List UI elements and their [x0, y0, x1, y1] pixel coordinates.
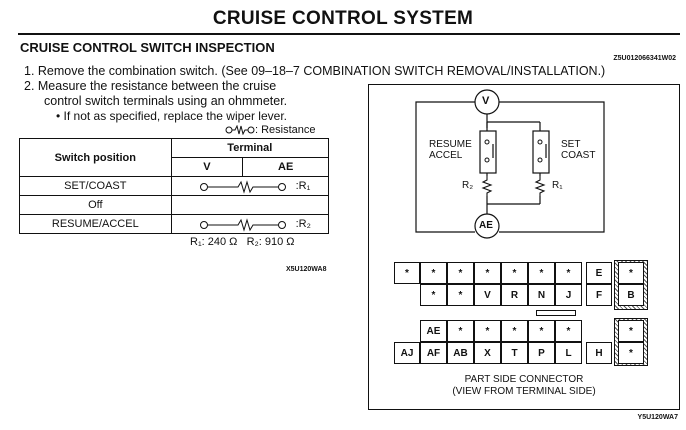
continuity-cell	[170, 195, 330, 215]
position-cell: Off	[19, 195, 172, 215]
terminal-cell: *	[474, 262, 501, 284]
set-label: SET	[561, 139, 581, 150]
figure-code-connector: Y5U120WA7	[637, 414, 678, 421]
terminal-cell: *	[447, 320, 474, 342]
continuity-mark	[199, 218, 286, 232]
connector-key	[536, 310, 576, 316]
r2-label: R₂	[462, 180, 474, 191]
terminal-cell: *	[618, 262, 644, 284]
resume-label: RESUME	[429, 139, 472, 150]
step-1: 1. Remove the combination switch. (See 0…	[24, 64, 606, 78]
connector-caption-line1: PART SIDE CONNECTOR	[464, 374, 584, 385]
terminal-cell: P	[528, 342, 555, 364]
header-switch-position: Switch position	[19, 138, 172, 177]
resistance-values: R₁: 240 Ω R₂: 910 Ω	[190, 236, 295, 248]
terminal-cell: AJ	[394, 342, 420, 364]
step-2-cont: control switch terminals using an ohmmet…	[44, 94, 288, 108]
terminal-cell: *	[555, 262, 582, 284]
terminal-cell: *	[501, 320, 528, 342]
terminal-cell: *	[528, 262, 555, 284]
continuity-cell: :R₁	[170, 176, 330, 196]
step-2: 2. Measure the resistance between the cr…	[24, 79, 277, 93]
header-terminal: Terminal	[170, 138, 330, 158]
terminal-cell: T	[501, 342, 528, 364]
section-heading: CRUISE CONTROL SWITCH INSPECTION	[20, 40, 275, 55]
continuity-cell: :R₂	[170, 214, 330, 234]
terminal-cell: R	[501, 284, 528, 306]
terminal-cell: F	[586, 284, 612, 306]
resistance-label: :R₁	[295, 180, 311, 192]
title-rule	[18, 33, 680, 35]
terminal-cell: *	[555, 320, 582, 342]
terminal-cell: *	[394, 262, 420, 284]
switch-circuit-diagram	[415, 89, 605, 239]
table-row: SET/COAST :R₁	[19, 176, 330, 196]
header-ae: AE	[242, 157, 329, 177]
terminal-cell: L	[555, 342, 582, 364]
figure-code-table: X5U120WA8	[286, 266, 327, 273]
figure-code-top: Z5U012066341W02	[613, 55, 676, 62]
position-cell: RESUME/ACCEL	[19, 214, 172, 234]
terminal-cell: N	[528, 284, 555, 306]
terminal-cell: *	[618, 342, 644, 364]
coast-label: COAST	[561, 150, 596, 161]
terminal-cell: H	[586, 342, 612, 364]
accel-label: ACCEL	[429, 150, 463, 161]
position-cell: SET/COAST	[19, 176, 172, 196]
terminal-cell: AB	[447, 342, 474, 364]
node-v-label: V	[482, 95, 490, 107]
figure-frame	[368, 84, 680, 410]
connector-caption: PART SIDE CONNECTOR (VIEW FROM TERMINAL …	[368, 374, 680, 398]
resistance-legend: : Resistance	[225, 124, 316, 136]
switch-table: Switch position Terminal V AE SET/COAST …	[19, 138, 330, 234]
part-side-connector: * * * * * * * E * * * V R N J F B AE * *…	[390, 260, 652, 368]
page-title: CRUISE CONTROL SYSTEM	[212, 8, 474, 29]
terminal-cell: *	[420, 284, 447, 306]
resistance-label: :R₂	[295, 218, 311, 230]
terminal-cell: E	[586, 262, 612, 284]
terminal-cell: *	[618, 320, 644, 342]
node-ae-label: AE	[479, 220, 493, 231]
terminal-cell: V	[474, 284, 501, 306]
resistance-legend-label: : Resistance	[255, 124, 316, 136]
terminal-cell: AE	[420, 320, 447, 342]
terminal-cell: AF	[420, 342, 447, 364]
terminal-cell: *	[420, 262, 447, 284]
terminal-cell: X	[474, 342, 501, 364]
resistor-symbol-icon	[225, 125, 255, 135]
terminal-cell: *	[528, 320, 555, 342]
terminal-cell: B	[618, 284, 644, 306]
terminal-cell: *	[501, 262, 528, 284]
connector-caption-line2: (VIEW FROM TERMINAL SIDE)	[452, 386, 596, 397]
table-row: RESUME/ACCEL :R₂	[19, 214, 330, 234]
terminal-cell: J	[555, 284, 582, 306]
r1-label: R₁	[552, 180, 563, 191]
step-2-bullet: • If not as specified, replace the wiper…	[56, 109, 287, 123]
table-row: Off	[19, 195, 330, 215]
continuity-mark	[199, 180, 286, 194]
terminal-cell: *	[447, 262, 474, 284]
terminal-cell: *	[447, 284, 474, 306]
header-v: V	[170, 157, 244, 177]
terminal-cell: *	[474, 320, 501, 342]
